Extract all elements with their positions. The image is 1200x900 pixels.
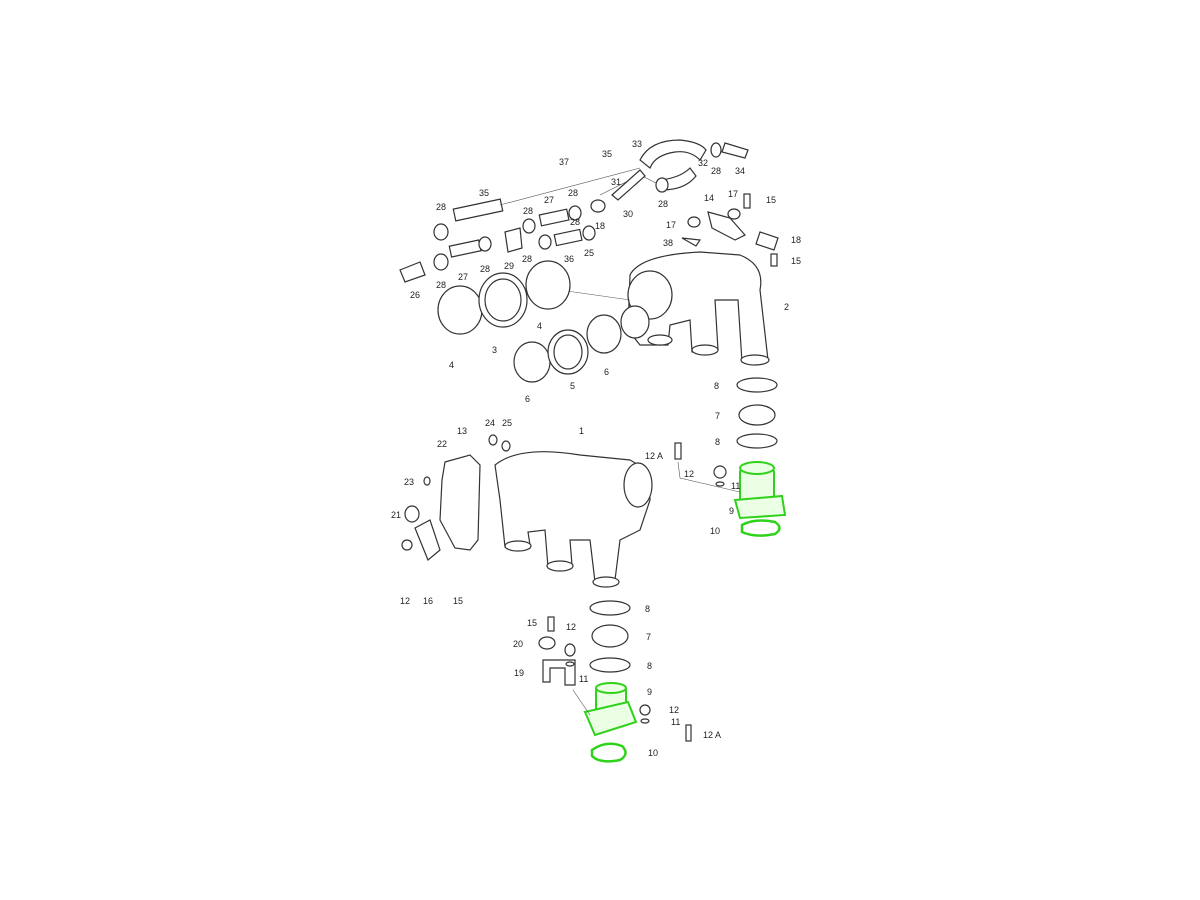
part-label: 9 [647,687,652,697]
part-label: 4 [537,321,542,331]
part-label: 25 [584,248,594,258]
hardware-bottom [538,442,741,742]
part-label: 15 [453,596,463,606]
part-label: 4 [449,360,454,370]
part-label: 5 [570,381,575,391]
part-label: 23 [404,477,414,487]
part-label: 10 [648,748,658,758]
part-label: 15 [527,618,537,628]
part-label: 20 [513,639,523,649]
part-label: 1 [579,426,584,436]
part-label: 14 [704,193,714,203]
part-label: 28 [711,166,721,176]
part-label: 28 [480,264,490,274]
part-label: 12 [566,622,576,632]
part-label: 25 [502,418,512,428]
part-label: 12 [400,596,410,606]
part-label: 21 [391,510,401,520]
part-label: 17 [666,220,676,230]
part-label: 18 [595,221,605,231]
part-label: 26 [410,290,420,300]
clamps-and-sleeves [437,260,778,673]
part-label: 11 [731,481,740,491]
part-label: 29 [504,261,514,271]
part-label: 28 [568,188,578,198]
part-label: 11 [671,717,680,727]
part-label: 22 [437,439,447,449]
part-label: 28 [436,202,446,212]
part-label: 3 [492,345,497,355]
hose-assembly [399,139,749,283]
part-label: 28 [523,206,533,216]
part-label: 15 [791,256,801,266]
bracket-parts [681,193,779,267]
part-label: 36 [564,254,574,264]
part-label: 8 [715,437,720,447]
part-label: 35 [479,188,489,198]
part-label: 16 [423,596,433,606]
part-label: 8 [647,661,652,671]
part-label: 27 [458,272,468,282]
part-label: 28 [570,217,580,227]
part-label: 8 [645,604,650,614]
part-1-lower-manifold [401,434,653,588]
part-label: 12 A [703,730,721,740]
part-label: 28 [658,199,668,209]
part-label: 2 [784,302,789,312]
part-label: 18 [791,235,801,245]
part-label: 7 [715,411,720,421]
part-label: 27 [544,195,554,205]
part-label: 32 [698,158,708,168]
part-label: 30 [623,209,633,219]
part-label: 31 [611,177,621,187]
part-label: 17 [728,189,738,199]
part-9-10-coolant-flange-highlighted [583,461,787,763]
part-label: 9 [729,506,734,516]
part-label: 6 [525,394,530,404]
part-label: 10 [710,526,720,536]
part-label: 19 [514,668,524,678]
part-label: 12 [684,469,694,479]
part-label: 34 [735,166,745,176]
part-2-upper-manifold [559,251,770,366]
part-label: 12 A [645,451,663,461]
part-label: 35 [602,149,612,159]
part-label: 38 [663,238,673,248]
part-label: 37 [559,157,569,167]
part-label: 15 [766,195,776,205]
part-label: 7 [646,632,651,642]
part-label: 12 [669,705,679,715]
part-label: 6 [604,367,609,377]
part-label: 8 [714,381,719,391]
part-label: 28 [436,280,446,290]
part-label: 11 [579,674,588,684]
part-label: 33 [632,139,642,149]
part-number-labels: 33 37 35 32 28 34 31 35 28 27 28 28 28 1… [391,139,801,758]
part-label: 24 [485,418,495,428]
part-label: 13 [457,426,467,436]
part-label: 28 [522,254,532,264]
